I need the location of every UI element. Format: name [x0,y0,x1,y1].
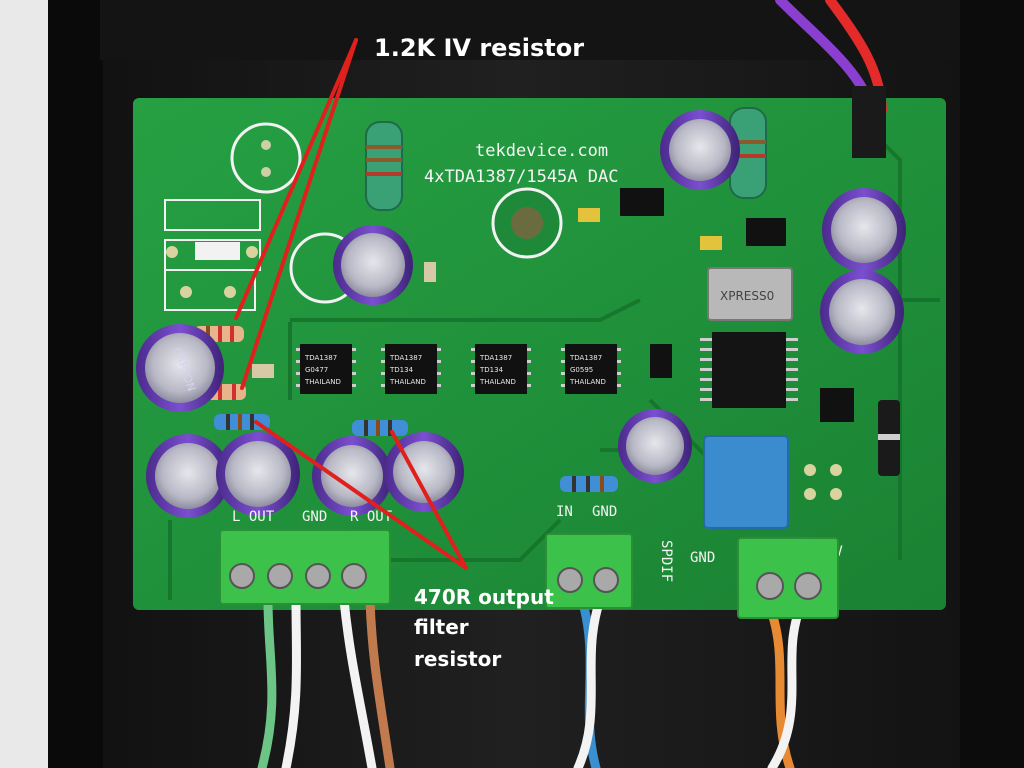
spdif-receiver-chip [700,332,798,408]
annotation-filter-line3: resistor [414,647,501,671]
annotation-lines [234,38,468,570]
chip-3-line1: TDA1387 [479,354,512,362]
label-spdif-in: IN [556,504,573,520]
dac-chip-1: TDA1387 G0477 THAILAND [300,344,352,394]
label-left-out: L OUT [232,509,275,525]
power-connector [852,86,886,158]
label-gnd-output: GND [302,509,327,525]
chip-1-line3: THAILAND [304,378,341,386]
capacitor [216,432,300,516]
dac-chip-4: TDA1387 G0595 THAILAND [565,344,617,394]
terminal-block-power [737,537,839,619]
annotation-iv-resistor: 1.2K IV resistor [374,34,584,62]
board-model: 4xTDA1387/1545A DAC [424,167,618,187]
smd-components [252,188,854,422]
chip-4-line2: G0595 [570,366,593,374]
board-brand: tekdevice.com [475,141,608,161]
chip-1-line2: G0477 [305,366,328,374]
chip-3-line2: TD134 [479,366,504,374]
annotation-filter-line2: filter [414,615,469,639]
dac-chip-3: TDA1387 TD134 THAILAND [475,344,527,394]
crystal-oscillator: XPRESS0 [707,267,793,321]
chip-2-line2: TD134 [389,366,414,374]
heatsink-edge [48,0,103,768]
heatsink-top [100,0,1024,60]
chip-3-line3: THAILAND [479,378,516,386]
chip-4-line3: THAILAND [569,378,606,386]
label-spdif-gnd: GND [592,504,617,520]
chip-1-line1: TDA1387 [304,354,337,362]
silkscreen-circle [230,122,302,194]
dac-chips: TDA1387 G0477 THAILAND TDA1387 TD134 THA… [296,344,621,394]
chip-4-line1: TDA1387 [569,354,602,362]
pulse-transformer [703,435,789,529]
capacitor [146,434,230,518]
capacitor [822,188,906,272]
heatsink-right [960,0,1024,768]
label-power-gnd: GND [690,550,715,566]
chip-2-line1: TDA1387 [389,354,422,362]
inductors [365,107,767,211]
terminal-block-audio [219,529,391,605]
annotation-filter-line1: 470R output [414,585,554,609]
terminal-block-spdif [545,533,633,609]
capacitor [660,110,740,190]
capacitor [384,432,464,512]
capacitor [820,270,904,354]
dac-chip-2: TDA1387 TD134 THAILAND [385,344,437,394]
label-spdif: SPDIF [658,540,674,582]
label-right-out: R OUT [350,509,393,525]
capacitor [333,225,413,305]
capacitor [618,409,692,483]
wires [257,0,887,768]
chip-2-line3: THAILAND [389,378,426,386]
capacitor [312,436,392,516]
capacitor [136,324,224,412]
crystal-label: XPRESS0 [720,289,774,303]
electrolytic-capacitors [136,110,906,518]
